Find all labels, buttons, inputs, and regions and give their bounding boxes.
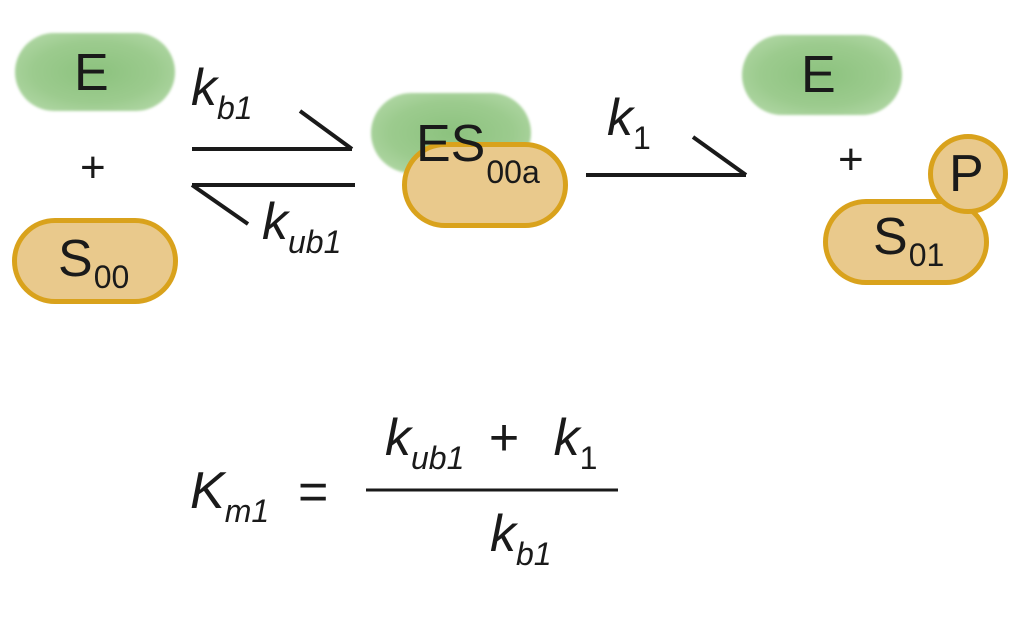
complex-es00a-sub: 00a: [486, 154, 540, 190]
equation-equals: =: [298, 463, 329, 521]
plus-left: +: [80, 143, 106, 192]
rate-kb1-base: k: [191, 59, 217, 117]
enzyme-right-label: E: [801, 46, 836, 104]
forward-arrow-barb: [298, 109, 354, 151]
rate-k1-base: k: [607, 89, 633, 147]
equation-lhs-base: K: [190, 462, 225, 520]
substrate-s01-sub: 01: [908, 237, 945, 273]
rate-kb1: kb1: [191, 59, 253, 124]
phosphate-label: P: [949, 145, 984, 203]
equation-lhs-sub: m1: [224, 493, 270, 529]
numerator-term1-sub: ub1: [411, 440, 465, 476]
substrate-s01-base: S: [873, 208, 908, 266]
substrate-s01-label: S01: [873, 208, 944, 271]
enzyme-left-blob: [15, 33, 175, 111]
rate-kub1: kub1: [262, 193, 341, 258]
substrate-s00-base: S: [58, 230, 93, 288]
substrate-s00-blob: [12, 218, 178, 304]
equation-numerator: kub1 + k1: [385, 409, 597, 474]
substrate-s00-label: S00: [58, 230, 129, 293]
rate-kub1-base: k: [262, 193, 288, 251]
numerator-term2-sub: 1: [579, 440, 598, 476]
numerator-plus: +: [488, 409, 520, 467]
complex-es00a-label: ES00a: [416, 115, 540, 188]
denominator-sub: b1: [516, 536, 552, 572]
rate-kb1-sub: b1: [217, 90, 253, 126]
substrate-s00-sub: 00: [93, 259, 130, 295]
rate-k1: k1: [607, 89, 651, 154]
equation-lhs: Km1: [190, 462, 269, 527]
numerator-term2-base: k: [553, 409, 580, 467]
equation-denominator: kb1: [490, 505, 552, 570]
enzyme-right-blob: [742, 35, 902, 115]
catalytic-arrow-barb: [691, 135, 748, 177]
phosphate-blob: [928, 134, 1008, 214]
numerator-term1-base: k: [385, 409, 411, 467]
enzyme-left-label: E: [74, 44, 109, 102]
rate-k1-sub: 1: [633, 120, 651, 156]
complex-es00a-base: ES: [416, 115, 486, 173]
plus-right: +: [838, 135, 864, 184]
denominator-base: k: [490, 505, 516, 563]
rate-kub1-sub: ub1: [288, 224, 342, 260]
complex-substrate-blob: [402, 142, 568, 228]
reverse-arrow-barb: [190, 183, 250, 226]
